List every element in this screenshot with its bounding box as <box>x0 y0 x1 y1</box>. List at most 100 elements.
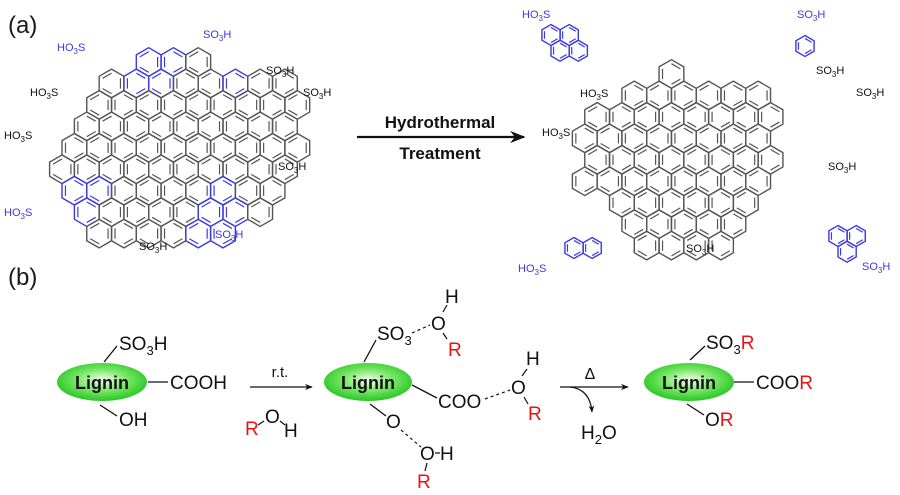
double-bond <box>284 72 295 79</box>
double-bond <box>577 54 586 59</box>
double-bond <box>804 37 812 43</box>
double-bond <box>687 121 697 128</box>
double-bond <box>637 164 647 171</box>
double-bond <box>637 191 647 199</box>
double-bond <box>671 148 681 156</box>
double-bond <box>272 94 282 101</box>
hbond-H: H <box>526 349 540 370</box>
double-bond <box>634 213 644 220</box>
hbond-O: O <box>420 444 435 465</box>
hbond-R: R <box>448 340 462 361</box>
double-bond <box>189 66 199 73</box>
double-bond <box>837 239 845 245</box>
group-or: OR <box>705 410 734 431</box>
sulfonic-group-label: SO3H <box>828 161 856 175</box>
double-bond <box>139 94 149 101</box>
double-bond <box>238 136 249 144</box>
double-bond <box>123 109 134 116</box>
panel-label-a: (a) <box>8 12 37 39</box>
double-bond <box>201 216 211 223</box>
double-bond <box>587 121 598 128</box>
double-bond <box>720 207 731 214</box>
double-bond <box>89 109 100 116</box>
double-bond <box>189 195 199 202</box>
double-bond <box>238 152 249 159</box>
double-bond <box>671 250 681 257</box>
graphene-ring <box>247 197 274 228</box>
double-bond <box>89 152 100 159</box>
double-bond <box>748 127 759 134</box>
double-bond <box>720 106 731 113</box>
double-bond <box>235 201 245 208</box>
double-bond <box>185 72 196 79</box>
double-bond <box>123 195 134 202</box>
double-bond <box>637 148 647 156</box>
double-bond <box>238 94 249 101</box>
group-o: O <box>386 412 401 433</box>
double-bond <box>621 207 632 214</box>
double-bond <box>102 115 112 122</box>
double-bond <box>284 115 295 122</box>
double-bond <box>272 152 282 159</box>
double-bond <box>736 148 747 156</box>
double-bond <box>151 158 162 165</box>
double-bond <box>621 164 632 171</box>
double-bond <box>587 148 598 156</box>
double-bond <box>671 164 681 171</box>
double-bond <box>201 72 211 79</box>
double-bond <box>74 179 84 187</box>
double-bond <box>151 72 162 79</box>
double-bond <box>550 38 558 44</box>
double-bond <box>123 152 134 159</box>
double-bond <box>587 106 598 113</box>
double-bond <box>584 127 594 134</box>
sulfonic-group-label: HO3S <box>57 42 85 56</box>
double-bond <box>123 238 134 245</box>
lignin-ellipse <box>57 363 147 401</box>
double-bond <box>136 115 146 122</box>
double-bond <box>683 84 694 91</box>
double-bond <box>235 115 245 122</box>
double-bond <box>235 72 245 79</box>
double-bond <box>86 216 96 223</box>
double-bond <box>250 216 261 223</box>
double-bond <box>634 100 644 107</box>
double-bond <box>687 207 697 214</box>
lignin-reactant: Lignin SO3H COOH OH <box>57 334 227 431</box>
double-bond <box>584 142 594 150</box>
double-bond <box>272 109 282 116</box>
double-bond <box>222 136 233 144</box>
double-bond <box>649 185 660 193</box>
double-bond <box>102 72 112 79</box>
double-bond <box>733 84 743 91</box>
double-bond <box>201 115 211 122</box>
double-bond <box>189 179 199 187</box>
double-bond <box>136 216 146 223</box>
double-bond <box>102 201 112 208</box>
double-bond <box>235 216 245 223</box>
double-bond <box>634 142 644 150</box>
double-bond <box>720 250 731 257</box>
double-bond <box>671 78 681 85</box>
double-bond <box>683 170 694 177</box>
double-bond <box>185 88 196 95</box>
double-bond <box>637 121 647 128</box>
hbond-H: H <box>440 444 454 465</box>
double-bond <box>250 173 261 181</box>
double-bond <box>102 130 112 138</box>
double-bond <box>600 185 610 193</box>
double-bond <box>748 100 759 107</box>
double-bond <box>201 173 211 181</box>
double-bond <box>637 106 647 113</box>
double-bond <box>238 195 249 202</box>
group-so3h: SO3H <box>119 334 167 358</box>
double-bond <box>855 239 864 245</box>
double-bond <box>235 173 245 181</box>
double-bond <box>189 51 199 58</box>
lignin-label: Lignin <box>662 373 716 393</box>
double-bond <box>139 195 149 202</box>
double-bond <box>687 234 697 241</box>
double-bond <box>222 179 233 187</box>
double-bond <box>600 170 610 177</box>
